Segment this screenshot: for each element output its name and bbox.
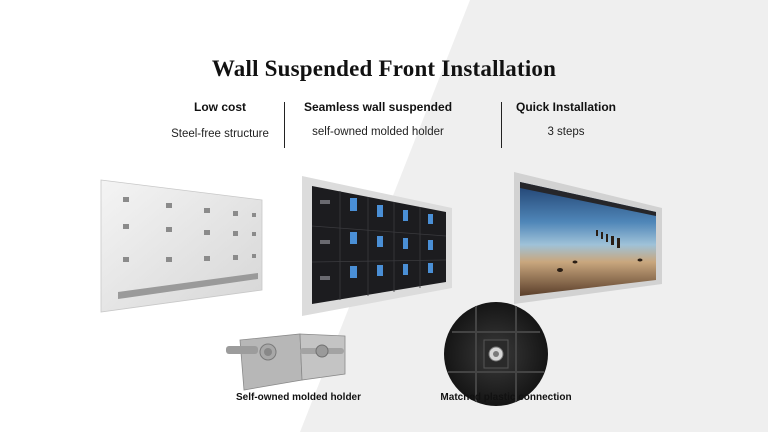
- bare-wall-image: [100, 179, 263, 313]
- finished-display-image: [514, 172, 662, 304]
- feature-seamless: Seamless wall suspended self-owned molde…: [292, 100, 464, 138]
- page-title: Wall Suspended Front Installation: [211, 56, 557, 81]
- holder-caption: Self-owned molded holder: [236, 392, 362, 403]
- feature-quick-installation: Quick Installation 3 steps: [504, 100, 628, 138]
- plastic-connection-image: [444, 302, 548, 406]
- feature-subtitle: 3 steps: [547, 126, 585, 138]
- feature-heading: Low cost: [193, 100, 246, 114]
- led-cabinet-wall-image: [302, 176, 452, 316]
- feature-low-cost: Low cost Steel-free structure: [140, 100, 300, 140]
- feature-heading: Seamless wall suspended: [303, 100, 453, 114]
- feature-subtitle: self-owned molded holder: [312, 126, 444, 138]
- feature-heading: Quick Installation: [515, 100, 617, 114]
- feature-divider: [284, 102, 286, 148]
- connection-caption: Matched plastic connection: [440, 392, 572, 403]
- molded-holder-image: [226, 333, 346, 391]
- feature-subtitle: Steel-free structure: [171, 128, 269, 140]
- feature-divider: [501, 102, 503, 148]
